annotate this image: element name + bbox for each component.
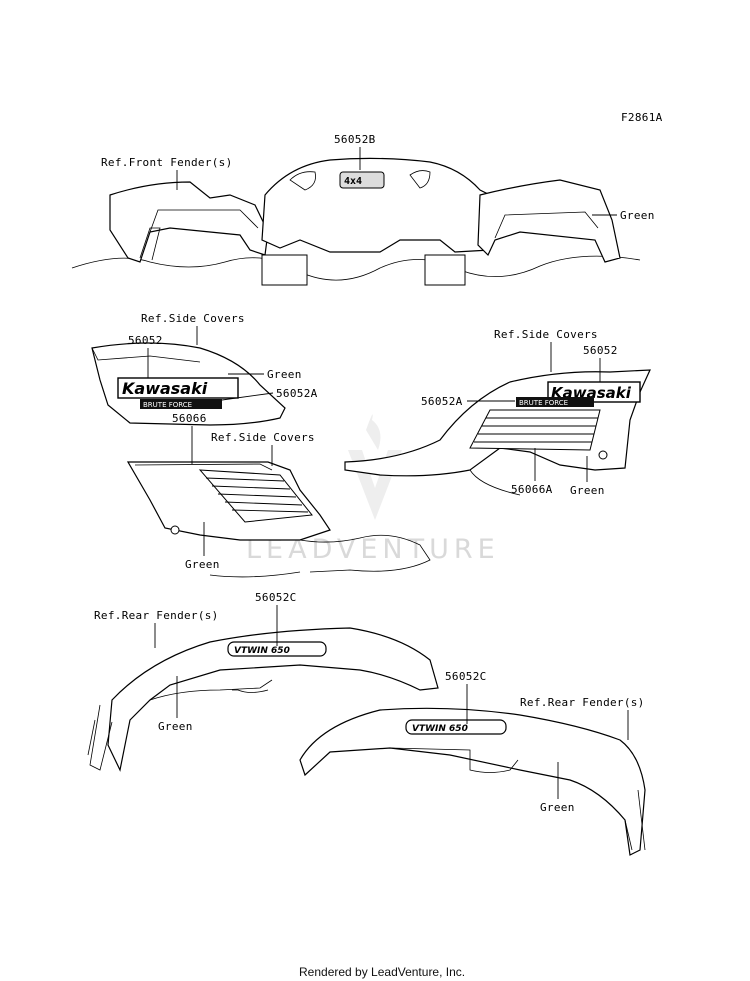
left-side-cover-lower[interactable] — [126, 461, 431, 578]
label-ref-rear-fender-left: Ref.Rear Fender(s) — [94, 609, 219, 622]
label-ref-front-fender: Ref.Front Fender(s) — [101, 156, 233, 169]
label-green-right: Green — [570, 484, 605, 497]
label-56052a-left: 56052A — [276, 387, 318, 400]
label-green-left-top: Green — [267, 368, 302, 381]
rear-left-model-decal: VTWIN 650 — [234, 646, 290, 656]
label-56066: 56066 — [172, 412, 207, 425]
label-56052a-right: 56052A — [421, 395, 463, 408]
front-badge-decal: 4x4 — [344, 176, 362, 187]
label-ref-rear-fender-right: Ref.Rear Fender(s) — [520, 696, 645, 709]
left-brand-decal: Kawasaki — [122, 379, 208, 398]
label-ref-side-covers-left: Ref.Side Covers — [141, 312, 245, 325]
right-model-decal: BRUTE FORCE — [519, 399, 568, 407]
label-56066a: 56066A — [511, 483, 553, 496]
rear-fender-left[interactable]: VTWIN 650 — [87, 627, 439, 772]
label-56052-right: 56052 — [583, 344, 618, 357]
rear-right-model-decal: VTWIN 650 — [412, 724, 468, 734]
right-side-cover[interactable]: Kawasaki BRUTE FORCE — [344, 369, 651, 496]
label-56052b: 56052B — [334, 133, 376, 146]
label-green-rear-left: Green — [158, 720, 193, 733]
label-ref-side-covers-right: Ref.Side Covers — [494, 328, 598, 341]
left-model-decal: BRUTE FORCE — [143, 401, 192, 409]
front-fender-assembly[interactable]: 4x4 — [71, 157, 641, 286]
rear-fender-right[interactable]: VTWIN 650 — [299, 707, 646, 856]
label-56052c-left: 56052C — [255, 591, 297, 604]
label-front-green: Green — [620, 209, 655, 222]
footer-credit: Rendered by LeadVenture, Inc. — [299, 965, 465, 979]
label-green-rear-right: Green — [540, 801, 575, 814]
figure-code: F2861A — [621, 111, 663, 124]
label-56052-left: 56052 — [128, 334, 163, 347]
left-side-cover-upper[interactable]: Kawasaki BRUTE FORCE — [91, 342, 286, 426]
label-56052c-right: 56052C — [445, 670, 487, 683]
label-ref-side-covers-mid: Ref.Side Covers — [211, 431, 315, 444]
label-green-left-bottom: Green — [185, 558, 220, 571]
